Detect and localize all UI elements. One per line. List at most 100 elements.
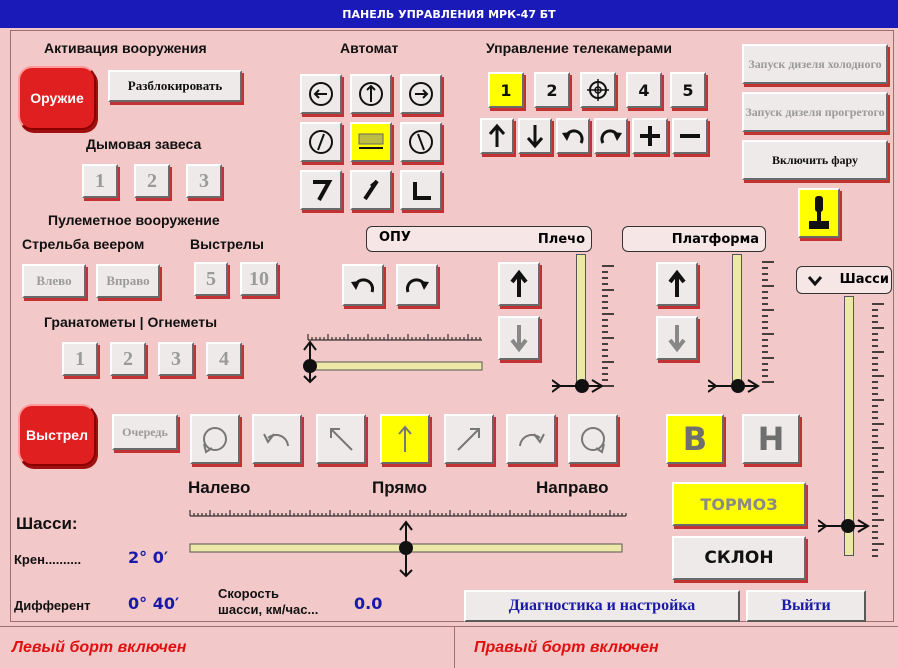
automat-tilt-right-button[interactable] [400,122,442,162]
chassis-gauge-scale [872,303,884,557]
shoulder-up-button[interactable] [498,262,540,306]
camera-2-button[interactable]: 2 [534,72,570,108]
window-title-bar: ПАНЕЛЬ УПРАВЛЕНИЯ МРК-47 БТ [0,0,898,28]
camera-5-button[interactable]: 5 [670,72,706,108]
automat-pos-low-button[interactable] [400,170,442,210]
smoke-button-1[interactable]: 1 [82,164,118,198]
angle-diagonal-icon [363,179,379,201]
unlock-button[interactable]: Разблокировать [108,70,242,102]
opu-rotate-right-button[interactable] [396,264,438,306]
steer-spin-right-button[interactable] [568,414,618,464]
arrow-down-icon [510,325,528,353]
automat-up-button[interactable] [350,74,392,114]
machinegun-heading: Пулеметное вооружение [48,212,220,228]
arrow-up-icon [488,123,506,147]
steer-diag-left-button[interactable] [316,414,366,464]
camera-target-button[interactable] [580,72,616,108]
smoke-heading: Дымовая завеса [86,136,202,152]
shoulder-down-button[interactable] [498,316,540,360]
spin-right-icon [581,427,605,454]
trim-value: 0° 40′ [128,594,180,613]
camera-zoom-in-button[interactable] [632,118,668,154]
camera-up-button[interactable] [480,118,514,154]
arc-left-icon [263,433,289,447]
camera-4-button[interactable]: 4 [626,72,662,108]
shoulder-gauge-bar [576,254,586,384]
camera-rotate-left-button[interactable] [556,118,590,154]
arrow-up-icon [668,269,686,297]
camera-1-button[interactable]: 1 [488,72,524,108]
weapon-button[interactable]: Оружие [18,66,96,130]
shoulder-label: Плечо [537,232,585,247]
left-side-status: Левый борт включен [12,639,187,656]
grenade-button-1[interactable]: 1 [62,342,98,376]
grenades-heading: Гранатометы | Огнеметы [44,314,218,330]
diesel-warm-start-button[interactable]: Запуск дизеля прогретого [742,92,888,132]
direction-straight-label: Прямо [372,478,428,497]
roll-slider[interactable] [182,500,632,580]
opu-slider[interactable] [296,324,492,384]
minus-icon [680,134,700,138]
shoulder-gauge-scale [602,265,614,387]
brake-button[interactable]: ТОРМОЗ [672,482,806,526]
opu-rotate-left-button[interactable] [342,264,384,306]
main-panel-frame [10,30,894,622]
exit-button[interactable]: Выйти [746,590,866,622]
automat-left-button[interactable] [300,74,342,114]
diagnostics-button[interactable]: Диагностика и настройка [464,590,740,622]
weapons-heading: Активация вооружения [44,40,207,56]
automat-pos-7-button[interactable] [300,170,342,210]
camera-rotate-right-button[interactable] [594,118,628,154]
platform-header: Платформа [622,226,766,252]
rotate-cw-circle-icon [409,130,433,154]
smoke-button-3[interactable]: 3 [186,164,222,198]
smoke-button-2[interactable]: 2 [134,164,170,198]
arrow-up-left-icon [330,428,353,451]
automat-tilt-left-button[interactable] [300,122,342,162]
camera-zoom-out-button[interactable] [672,118,708,154]
platform-down-button[interactable] [656,316,698,360]
arrow-up-icon [510,269,528,297]
joystick-button[interactable] [798,188,840,238]
camera-down-button[interactable] [518,118,552,154]
speed-value: 0.0 [354,594,383,613]
steer-diag-right-button[interactable] [444,414,494,464]
automat-pos-diag-button[interactable] [350,170,392,210]
weapon-level-icon [358,133,384,149]
steer-spin-left-button[interactable] [190,414,240,464]
grenade-button-3[interactable]: 3 [158,342,194,376]
steer-straight-button[interactable] [380,414,430,464]
plus-icon [640,126,660,146]
shots-5-button[interactable]: 5 [194,262,228,296]
shoulder-gauge-pointer [552,379,604,393]
rotate-left-icon [351,278,375,293]
arrow-up-icon [398,425,412,452]
headlight-button[interactable]: Включить фару [742,140,888,180]
platform-up-button[interactable] [656,262,698,306]
burst-fire-button[interactable]: Очередь [112,414,178,450]
platform-gauge-pointer [708,379,760,393]
diesel-cold-start-button[interactable]: Запуск дизеля холодного [742,44,888,84]
fan-right-button[interactable]: Вправо [96,264,160,298]
joystick-icon [809,196,829,229]
arc-right-icon [519,433,545,447]
grenade-button-2[interactable]: 2 [110,342,146,376]
roll-label: Крен.......... [14,552,82,567]
chassis-header[interactable]: Шасси [796,266,892,294]
steer-arc-right-button[interactable] [506,414,556,464]
automat-right-button[interactable] [400,74,442,114]
gear-low-button[interactable]: Н [742,414,800,464]
slope-button[interactable]: СКЛОН [672,536,806,580]
shots-10-button[interactable]: 10 [240,262,278,296]
arrow-up-circle-icon [359,82,383,106]
fire-shot-button[interactable]: Выстрел [18,404,96,466]
automat-center-button[interactable] [350,122,392,162]
rotate-right-icon [600,129,622,144]
window-title: ПАНЕЛЬ УПРАВЛЕНИЯ МРК-47 БТ [342,7,556,21]
arrow-down-icon [668,325,686,353]
steer-arc-left-button[interactable] [252,414,302,464]
chassis-header-label: Шасси [839,272,889,287]
fan-left-button[interactable]: Влево [22,264,86,298]
gear-high-button[interactable]: В [666,414,724,464]
grenade-button-4[interactable]: 4 [206,342,242,376]
